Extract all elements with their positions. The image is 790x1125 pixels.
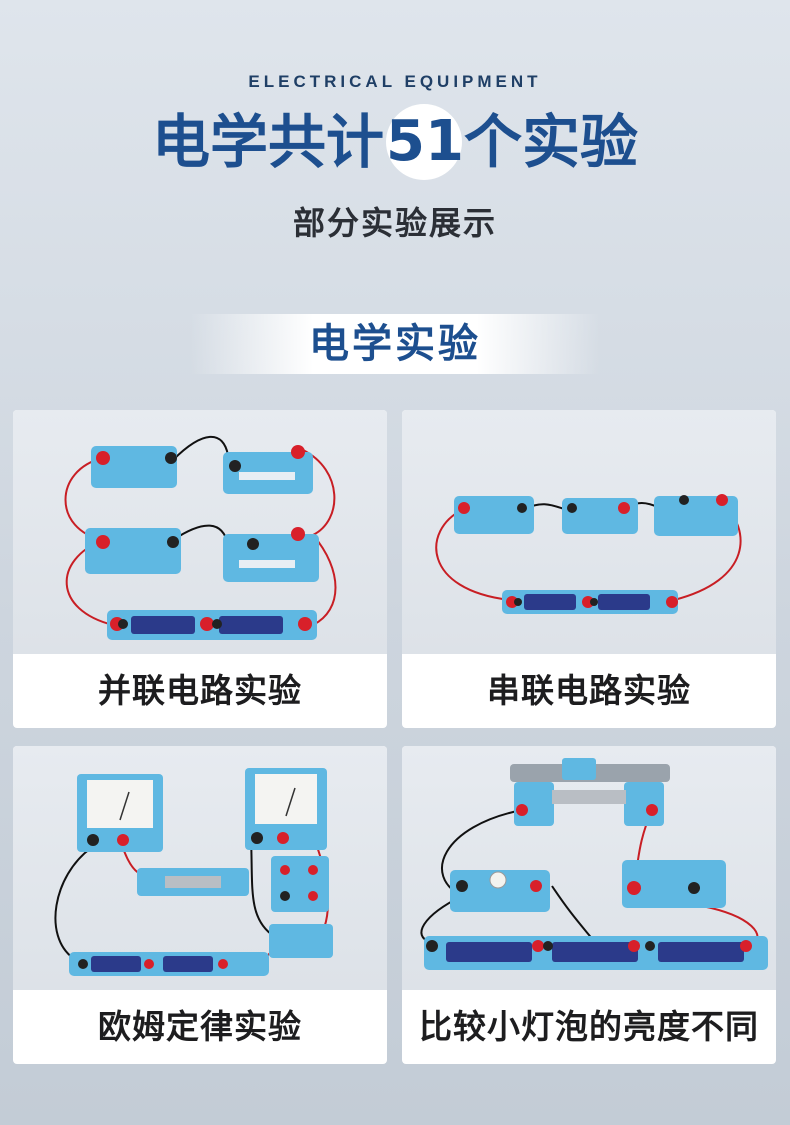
experiment-label: 串联电路实验 — [487, 671, 691, 710]
experiment-card-bulb-brightness[interactable]: 比较小灯泡的亮度不同 — [402, 746, 776, 1064]
headline-after: 个实验 — [464, 108, 639, 176]
experiment-card-ohms-law[interactable]: 欧姆定律实验 — [13, 746, 387, 1064]
section-title-band — [190, 314, 600, 374]
section-title: 电学实验 — [309, 321, 481, 367]
experiment-photo-parallel — [13, 410, 387, 654]
experiment-label: 并联电路实验 — [98, 671, 302, 710]
experiment-label: 欧姆定律实验 — [98, 1007, 302, 1046]
experiment-card-series[interactable]: 串联电路实验 — [402, 410, 776, 728]
eyebrow-text: ELECTRICAL EQUIPMENT — [248, 72, 542, 91]
experiment-photo-bulb-brightness — [402, 746, 776, 990]
headline-before: 电学共计 — [151, 108, 384, 176]
experiment-card-parallel[interactable]: 并联电路实验 — [13, 410, 387, 728]
experiment-photo-series — [402, 410, 776, 654]
subtitle: 部分实验展示 — [292, 204, 497, 242]
headline-number-badge: 51 — [386, 104, 464, 180]
experiment-photo-ohms-law — [13, 746, 387, 990]
headline: 电学共计51个实验 — [0, 104, 790, 180]
experiment-label: 比较小灯泡的亮度不同 — [419, 1007, 759, 1046]
